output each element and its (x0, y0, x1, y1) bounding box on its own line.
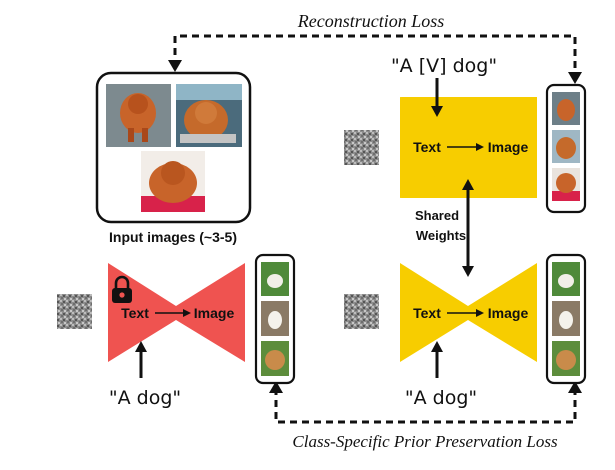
prompt-arrow-left (135, 341, 147, 378)
prompt-arrow-bottom-right (431, 341, 443, 378)
input-photo-dog-walking (106, 84, 171, 147)
arrow-text-to-image-frozen (155, 309, 191, 317)
prompt-arrow-top (431, 78, 443, 117)
input-images-caption: Input images (~3-5) (109, 229, 237, 245)
prompt-top: "A [V] dog" (391, 55, 497, 77)
arrow-text-to-image-top (447, 143, 484, 151)
shared-weights-arrow (462, 179, 474, 277)
prompt-bottom-right: "A dog" (405, 387, 477, 409)
input-photo-dog-lying (141, 151, 205, 212)
lock-icon (112, 275, 132, 303)
model-frozen-text-label: Text (121, 305, 149, 321)
noise-input-top (344, 130, 379, 165)
arrow-text-to-image-bottom (447, 309, 484, 317)
model-top-text-label: Text (413, 139, 441, 155)
prior-preservation-loss-connector (269, 381, 582, 424)
noise-input-left (57, 294, 92, 329)
model-frozen-image-label: Image (194, 305, 235, 321)
shared-weights-label-line1: Shared (415, 208, 459, 223)
output-panel-class-trainable (545, 253, 587, 385)
output-panel-subject (545, 83, 587, 214)
input-images-panel (95, 71, 252, 224)
reconstruction-loss-connector (168, 34, 582, 84)
output-panel-class-frozen (254, 253, 296, 385)
model-bottom-image-label: Image (488, 305, 529, 321)
prior-preservation-loss-label: Class-Specific Prior Preservation Loss (292, 432, 558, 451)
model-bottom-text-label: Text (413, 305, 441, 321)
model-top-image-label: Image (488, 139, 529, 155)
prompt-left: "A dog" (109, 387, 181, 409)
reconstruction-loss-label: Reconstruction Loss (297, 11, 445, 31)
input-photo-dog-in-car (176, 84, 242, 147)
shared-weights-label-line2: Weights (416, 228, 466, 243)
noise-input-bottom-right (344, 294, 379, 329)
